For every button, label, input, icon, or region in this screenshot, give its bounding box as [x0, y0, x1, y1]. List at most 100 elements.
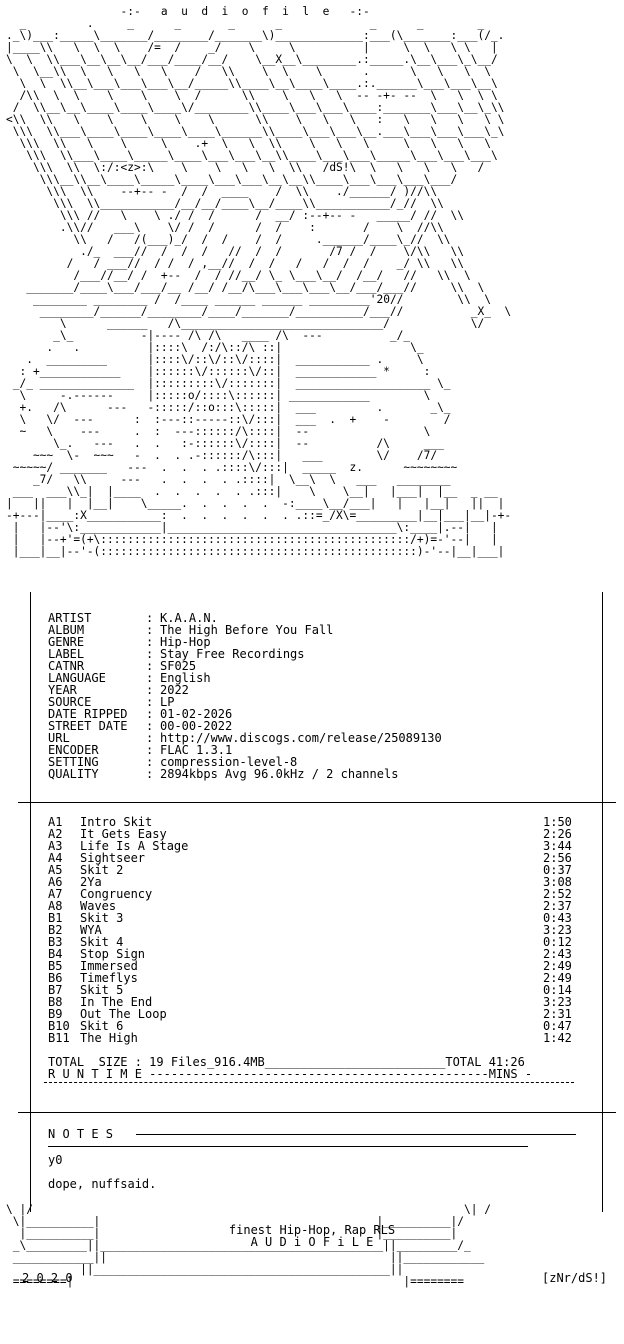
info-value: compression-level-8	[160, 755, 298, 769]
info-label: SOURCE	[48, 695, 92, 709]
track-title: Waves	[80, 899, 117, 913]
track-id: B11	[48, 1031, 70, 1045]
track-title: Timeflys	[80, 971, 138, 985]
notes-rule	[136, 1134, 576, 1135]
info-label: ARTIST	[48, 611, 92, 625]
divider-info	[18, 802, 616, 803]
info-colon: :	[146, 731, 154, 745]
info-colon: :	[146, 743, 154, 757]
info-label: DATE RIPPED	[48, 707, 128, 721]
frame-right	[602, 592, 603, 1212]
track-time: 2:43	[543, 947, 572, 961]
notes-title: N O T E S	[48, 1127, 114, 1141]
info-value: Hip-Hop	[160, 635, 211, 649]
info-label: YEAR	[48, 683, 77, 697]
ascii-art-footer: \ |/ \| / \|__________| |__________|/ |_…	[6, 1203, 491, 1288]
track-title: Skit 3	[80, 911, 124, 925]
info-colon: :	[146, 611, 154, 625]
track-title: Congruency	[80, 887, 153, 901]
track-id: A8	[48, 899, 63, 913]
info-value: The High Before You Fall	[160, 623, 334, 637]
info-value: 2022	[160, 683, 189, 697]
divider-notes	[18, 1112, 616, 1113]
info-value: 01-02-2026	[160, 707, 233, 721]
brand-title: -:- a u d i o f i l e -:-	[120, 5, 370, 18]
info-colon: :	[146, 647, 154, 661]
info-label: ENCODER	[48, 743, 99, 757]
track-id: B5	[48, 959, 63, 973]
track-id: A4	[48, 851, 63, 865]
track-time: 2:52	[543, 887, 572, 901]
track-id: B9	[48, 1007, 63, 1021]
info-colon: :	[146, 767, 154, 781]
track-title: It Gets Easy	[80, 827, 167, 841]
info-value: 2894kbps Avg 96.0kHz / 2 channels	[160, 767, 399, 781]
notes-line-2: dope, nuffsaid.	[48, 1177, 157, 1191]
track-time: 0:37	[543, 863, 572, 877]
runtime: R U N T I M E --------------------------…	[48, 1067, 533, 1081]
info-value: English	[160, 671, 211, 685]
track-time: 3:44	[543, 839, 572, 853]
track-id: B7	[48, 983, 63, 997]
frame-left	[30, 592, 31, 1212]
info-colon: :	[146, 707, 154, 721]
notes-rule-2	[48, 1146, 528, 1147]
info-label: QUALITY	[48, 767, 99, 781]
info-value: SF025	[160, 659, 197, 673]
info-value: LP	[160, 695, 175, 709]
track-time: 2:31	[543, 1007, 572, 1021]
track-id: B3	[48, 935, 63, 949]
info-label: GENRE	[48, 635, 85, 649]
track-id: B1	[48, 911, 63, 925]
track-title: Stop Sign	[80, 947, 146, 961]
info-label: CATNR	[48, 659, 85, 673]
track-time: 0:14	[543, 983, 572, 997]
track-time: 2:49	[543, 959, 572, 973]
track-id: A1	[48, 815, 63, 829]
track-title: In The End	[80, 995, 153, 1009]
track-id: B4	[48, 947, 63, 961]
info-colon: :	[146, 755, 154, 769]
track-time: 0:43	[543, 911, 572, 925]
info-label: URL	[48, 731, 70, 745]
ascii-art-header: -:- a u d i o f i l e -:- _ . _ _ _ _ _ …	[6, 5, 512, 558]
info-value[interactable]: http://www.discogs.com/release/25089130	[160, 731, 442, 745]
track-title: The High	[80, 1031, 138, 1045]
track-title: Out The Loop	[80, 1007, 167, 1021]
ds-tag: /dS!\	[322, 161, 357, 174]
info-value: Stay Free Recordings	[160, 647, 305, 661]
info-colon: :	[146, 719, 154, 733]
info-label: ALBUM	[48, 623, 85, 637]
info-label: LABEL	[48, 647, 85, 661]
track-title: Life Is A Stage	[80, 839, 189, 853]
track-id: B10	[48, 1019, 70, 1033]
info-value: 00-00-2022	[160, 719, 233, 733]
track-time: 3:23	[543, 923, 572, 937]
track-title: Skit 4	[80, 935, 124, 949]
info-colon: :	[146, 635, 154, 649]
info-value: FLAC 1.3.1	[160, 743, 233, 757]
year-tag: '20	[369, 293, 390, 306]
footer-group: [zNr/dS!]	[542, 1271, 608, 1285]
track-id: A3	[48, 839, 63, 853]
track-id: A6	[48, 875, 63, 889]
divider-runtime	[44, 1082, 574, 1083]
track-time: 0:12	[543, 935, 572, 949]
track-title: Skit 6	[80, 1019, 124, 1033]
info-colon: :	[146, 695, 154, 709]
track-id: B8	[48, 995, 63, 1009]
info-value: K.A.A.N.	[160, 611, 218, 625]
track-time: 1:42	[543, 1031, 572, 1045]
track-title: Sightseer	[80, 851, 146, 865]
track-id: A7	[48, 887, 63, 901]
track-time: 3:08	[543, 875, 572, 889]
track-time: 2:49	[543, 971, 572, 985]
footer-brand: A U D i O F i L E	[250, 1235, 374, 1249]
footer-year: 2 0 2 0	[22, 1271, 73, 1285]
track-time: 0:47	[543, 1019, 572, 1033]
track-title: Immersed	[80, 959, 138, 973]
info-colon: :	[146, 659, 154, 673]
track-time: 2:26	[543, 827, 572, 841]
notes-line-1: y0	[48, 1153, 63, 1167]
track-id: B2	[48, 923, 63, 937]
